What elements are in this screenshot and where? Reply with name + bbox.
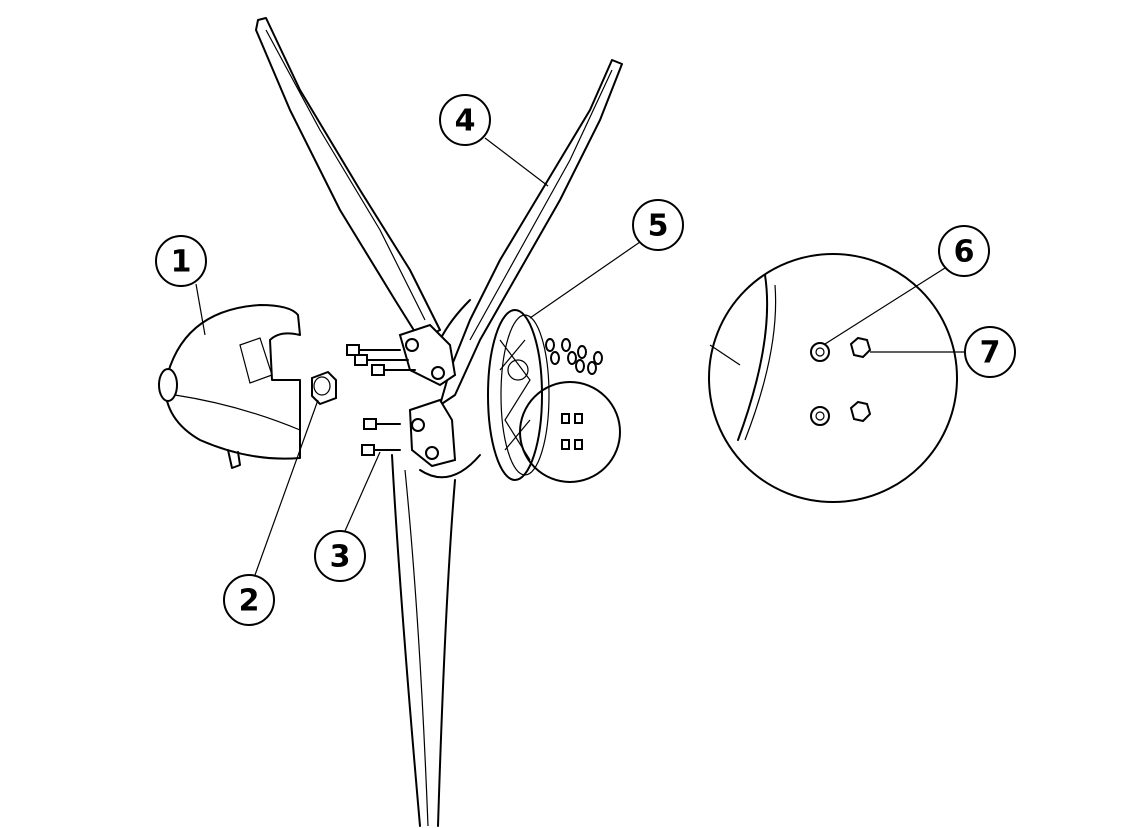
detail-circle-small xyxy=(519,381,621,483)
hardware-cluster xyxy=(545,338,603,375)
detail-circle-large xyxy=(708,253,958,503)
blade-bottom xyxy=(391,454,456,827)
leader-lines xyxy=(195,137,964,576)
svg-text:6: 6 xyxy=(954,235,975,270)
callout-5: 5 xyxy=(632,199,684,251)
callout-6: 6 xyxy=(938,225,990,277)
bolts xyxy=(346,344,416,456)
callout-2: 2 xyxy=(223,574,275,626)
callout-3: 3 xyxy=(314,530,366,582)
hub-plate xyxy=(487,309,550,481)
blade-upper-left xyxy=(255,17,441,341)
callout-7: 7 xyxy=(964,326,1016,378)
cone-nut xyxy=(311,370,337,406)
blade-root-brackets xyxy=(398,323,481,479)
svg-text:3: 3 xyxy=(330,540,351,575)
nose-cone xyxy=(158,304,301,469)
svg-text:7: 7 xyxy=(980,336,1001,371)
callout-1: 1 xyxy=(155,235,207,287)
svg-text:4: 4 xyxy=(455,104,476,139)
svg-text:5: 5 xyxy=(648,209,669,244)
svg-text:1: 1 xyxy=(171,245,192,280)
callout-4: 4 xyxy=(439,94,491,146)
svg-text:2: 2 xyxy=(239,584,260,619)
